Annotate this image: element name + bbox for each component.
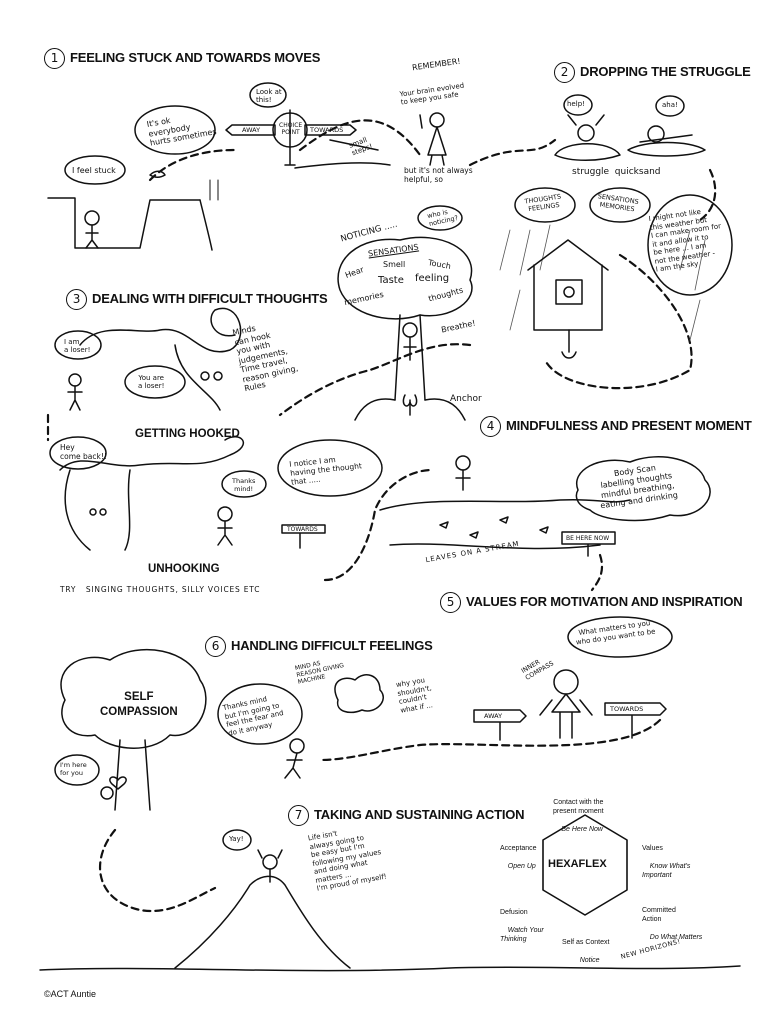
hexaflex-defusion-head: Defusion	[500, 909, 528, 916]
unhooking-caption: UNHOOKING	[148, 563, 220, 575]
self-compassion-title: SELF COMPASSION	[100, 691, 178, 718]
section-title-text: TAKING AND SUSTAINING ACTION	[314, 806, 525, 822]
section-title-text: DEALING WITH DIFFICULT THOUGHTS	[92, 290, 328, 306]
hexaflex-defusion: Defusion Watch Your Thinking	[500, 890, 544, 953]
section-number: 6	[205, 636, 226, 657]
hexaflex-committed: Committed Action Do What Matters	[642, 888, 702, 951]
hexaflex-values-head: Values	[642, 845, 663, 852]
why-shouldnt-note: why you shouldn't, couldn't what if ...	[395, 676, 434, 715]
yay-bubble: Yay!	[229, 835, 244, 843]
towards-sign-5: TOWARDS	[610, 705, 644, 713]
stuck-bubble: I feel stuck	[72, 166, 116, 175]
im-here-bubble: I'm here for you	[60, 761, 87, 777]
hexaflex-committed-sub: Do What Matters	[649, 934, 703, 941]
be-here-now-sign: BE HERE NOW	[566, 535, 610, 542]
towards-sign-small: TOWARDS	[287, 526, 318, 533]
loser-bubble-1: I am a loser!	[64, 338, 91, 354]
section-number: 4	[480, 416, 501, 437]
hexaflex-present-sub: Be Here Now	[561, 826, 603, 833]
choice-point: CHOICE POINT	[279, 122, 303, 136]
weather-bubble: I might not like this weather but I can …	[648, 207, 722, 274]
hexaflex-acceptance-sub: Open Up	[507, 863, 536, 870]
section-number: 3	[66, 289, 87, 310]
look-bubble: Look at this!	[256, 88, 282, 104]
section-title-text: MINDFULNESS AND PRESENT MOMENT	[506, 417, 752, 433]
hexaflex-acceptance: Acceptance Open Up	[500, 826, 537, 880]
tree-taste: Taste	[378, 275, 404, 286]
away-sign-5: AWAY	[484, 712, 503, 720]
aha-bubble: aha!	[662, 101, 678, 109]
try-note: TRY SINGING THOUGHTS, SILLY VOICES ETC	[60, 585, 261, 594]
proud-note: Life isn't always going to be easy but I…	[307, 829, 388, 893]
hexaflex-values-sub: Know What's Important	[642, 863, 691, 879]
section-title-1: 1 FEELING STUCK AND TOWARDS MOVES	[44, 48, 320, 69]
hexaflex-self-head: Self as Context	[562, 939, 610, 946]
loser-bubble-2: You are a loser!	[138, 374, 165, 390]
journey-path	[46, 119, 717, 913]
towards-sign: TOWARDS	[310, 126, 344, 134]
hexaflex-title: HEXAFLEX	[548, 858, 607, 870]
section-number: 2	[554, 62, 575, 83]
section-title-6: 6 HANDLING DIFFICULT FEELINGS	[205, 636, 433, 657]
tree-feeling: feeling	[415, 273, 450, 284]
hexaflex-defusion-sub: Watch Your Thinking	[500, 927, 544, 943]
section-title-7: 7 TAKING AND SUSTAINING ACTION	[288, 805, 525, 826]
hexaflex-acceptance-head: Acceptance	[500, 845, 537, 852]
come-back-bubble: Hey come back!!	[60, 443, 107, 461]
section-title-text: VALUES FOR MOTIVATION AND INSPIRATION	[466, 593, 743, 609]
section-title-3: 3 DEALING WITH DIFFICULT THOUGHTS	[66, 289, 328, 310]
getting-hooked-caption: GETTING HOOKED	[135, 428, 240, 440]
hexaflex-values: Values Know What's Important	[642, 826, 690, 889]
section-title-5: 5 VALUES FOR MOTIVATION AND INSPIRATION	[440, 592, 743, 613]
helpful-note: but it's not always helpful, so	[404, 166, 473, 184]
section-number: 5	[440, 592, 461, 613]
section-title-text: DROPPING THE STRUGGLE	[580, 63, 751, 79]
anchor-label: Anchor	[450, 394, 482, 404]
section-number: 7	[288, 805, 309, 826]
away-sign: AWAY	[242, 126, 261, 134]
section-title-2: 2 DROPPING THE STRUGGLE	[554, 62, 751, 83]
hexaflex-present: Contact with the present moment Be Here …	[553, 780, 604, 843]
section-title-text: HANDLING DIFFICULT FEELINGS	[231, 637, 433, 653]
help-bubble: help!	[567, 100, 585, 108]
tree-smell: Smell	[383, 260, 406, 269]
section-number: 1	[44, 48, 65, 69]
hexaflex-committed-head: Committed Action	[642, 907, 676, 923]
credit-text: ©ACT Auntie	[44, 989, 96, 999]
thanks-mind-bubble: Thanks mind!	[232, 477, 256, 493]
hexaflex-present-head: Contact with the present moment	[553, 799, 604, 815]
hexaflex-self-sub: Notice	[579, 957, 600, 964]
section-title-4: 4 MINDFULNESS AND PRESENT MOMENT	[480, 416, 752, 437]
struggle-caption: struggle quicksand	[572, 167, 661, 177]
section-title-text: FEELING STUCK AND TOWARDS MOVES	[70, 49, 321, 65]
hexaflex-self: Self as Context Notice	[562, 920, 609, 974]
